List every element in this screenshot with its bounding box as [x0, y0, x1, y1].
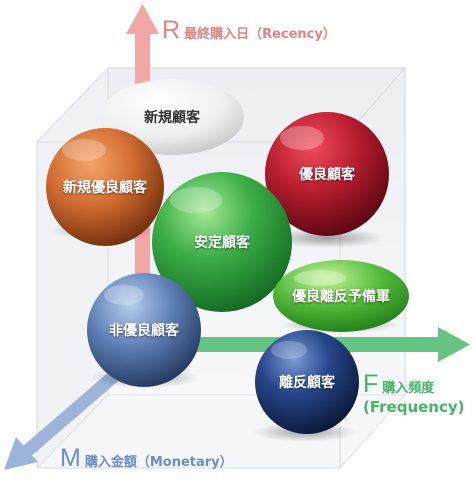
frequency-axis-letter: F [363, 370, 379, 398]
frequency-axis-title: F 購入頻度 (Frequency) [363, 370, 465, 417]
frequency-axis-sublabel: (Frequency) [363, 398, 465, 416]
label-churned-customer: 離反顧客 [279, 375, 335, 391]
label-non-excellent-customer: 非優良顧客 [109, 323, 179, 339]
label-new-excellent-customer: 新規優良顧客 [63, 180, 147, 196]
recency-axis-label: 最終購入日（Recency） [184, 27, 336, 42]
label-excellent-customer: 優良顧客 [299, 167, 355, 183]
frequency-axis-label: 購入頻度 [382, 381, 435, 396]
sphere-new-customer [100, 79, 244, 155]
monetary-axis-title: M 購入金額（Monetary） [60, 446, 233, 471]
label-stable-customer: 安定顧客 [194, 235, 250, 251]
sphere-churned-customer [255, 330, 359, 434]
sphere-excellent-customer [265, 112, 389, 236]
sphere-stable-customer [152, 172, 292, 312]
recency-axis-letter: R [162, 16, 181, 44]
monetary-axis-label: 購入金額（Monetary） [84, 455, 233, 470]
monetary-axis-letter: M [60, 444, 81, 472]
label-churn-risk-excellent: 優良離反予備軍 [292, 289, 390, 305]
sphere-new-excellent-customer [46, 128, 164, 246]
label-new-customer: 新規顧客 [144, 110, 200, 126]
sphere-non-excellent-customer [87, 273, 201, 387]
recency-axis-title: R 最終購入日（Recency） [162, 18, 336, 43]
sphere-churn-risk-excellent [273, 260, 409, 332]
